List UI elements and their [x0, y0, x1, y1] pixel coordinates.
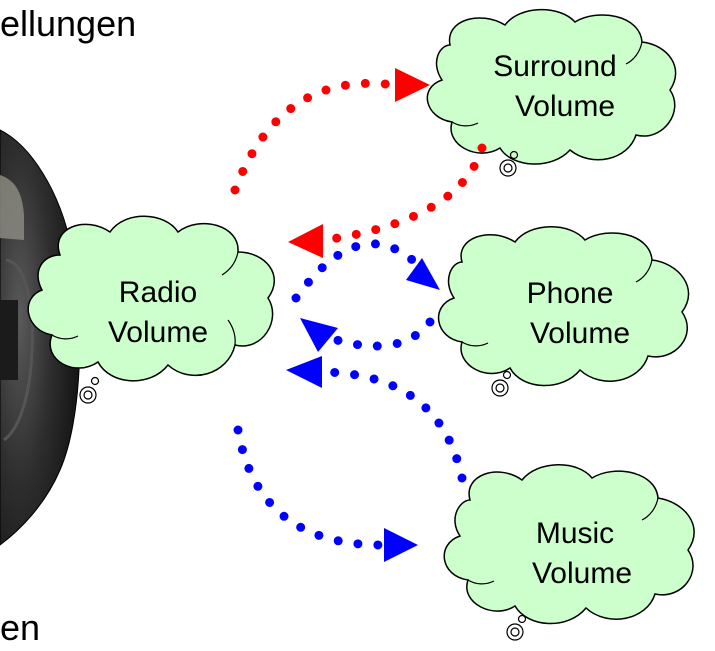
- arrow-phone-to-radio: [300, 317, 435, 352]
- cloud-tail-icon: [506, 614, 527, 641]
- slide-heading-fragment: ellungen: [0, 3, 137, 44]
- arrow-surround-to-radio: [288, 143, 487, 258]
- arrow-radio-to-surround: [230, 68, 430, 195]
- radio-cloud-line1: Radio: [119, 276, 197, 309]
- device-image: [0, 129, 81, 546]
- arrow-radio-to-phone: [291, 239, 440, 303]
- cloud-tail-icon: [491, 370, 512, 397]
- music-volume-cloud: Music Volume: [443, 464, 695, 641]
- surround-cloud-line1: Surround: [493, 50, 616, 83]
- surround-cloud-line2: Volume: [515, 90, 615, 123]
- radio-cloud-line2: Volume: [108, 316, 208, 349]
- cloud-tail-icon: [499, 150, 519, 177]
- phone-cloud-line1: Phone: [527, 277, 614, 310]
- music-cloud-line2: Volume: [532, 557, 632, 590]
- cloud-tail-icon: [79, 376, 100, 404]
- slide-footer-fragment: en: [0, 607, 41, 648]
- phone-cloud-line2: Volume: [530, 317, 630, 350]
- radio-volume-cloud: Radio Volume: [27, 215, 275, 404]
- music-cloud-line1: Music: [536, 517, 614, 550]
- phone-volume-cloud: Phone Volume: [437, 226, 690, 397]
- arrow-music-to-radio: [286, 356, 467, 483]
- arrow-radio-to-music: [233, 425, 418, 562]
- surround-volume-cloud: Surround Volume: [426, 8, 677, 177]
